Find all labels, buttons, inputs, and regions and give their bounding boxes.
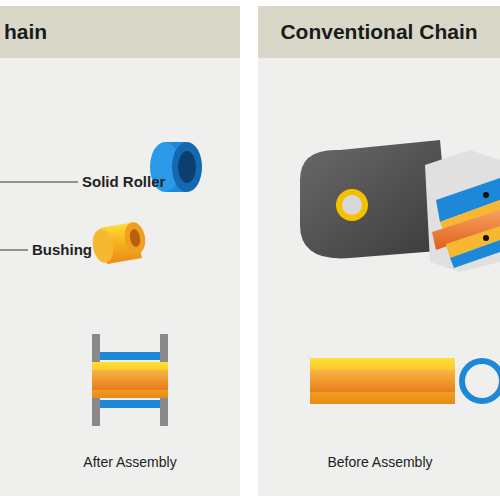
header-band (0, 6, 240, 58)
panel-title: hain (4, 20, 240, 44)
header-band: hain (0, 6, 240, 58)
solid-bushing (90, 221, 147, 265)
leader-line (0, 250, 28, 251)
panel-ground (258, 6, 500, 496)
panel-title: Conventional Chain (258, 20, 500, 44)
caption-label: Before Assembly (327, 454, 432, 470)
assembly-section (92, 334, 168, 426)
header-band (258, 6, 500, 58)
chain-link (300, 140, 500, 272)
split-roller-ring (462, 361, 500, 401)
part-name: Solid Roller (82, 173, 165, 190)
bushing-before-assembly (310, 358, 455, 404)
panel-ground (0, 6, 240, 496)
part-name: Bushing (32, 241, 92, 258)
caption-label: After Assembly (83, 454, 176, 470)
header-band: Conventional Chain (258, 6, 500, 58)
leader-line (0, 182, 78, 183)
